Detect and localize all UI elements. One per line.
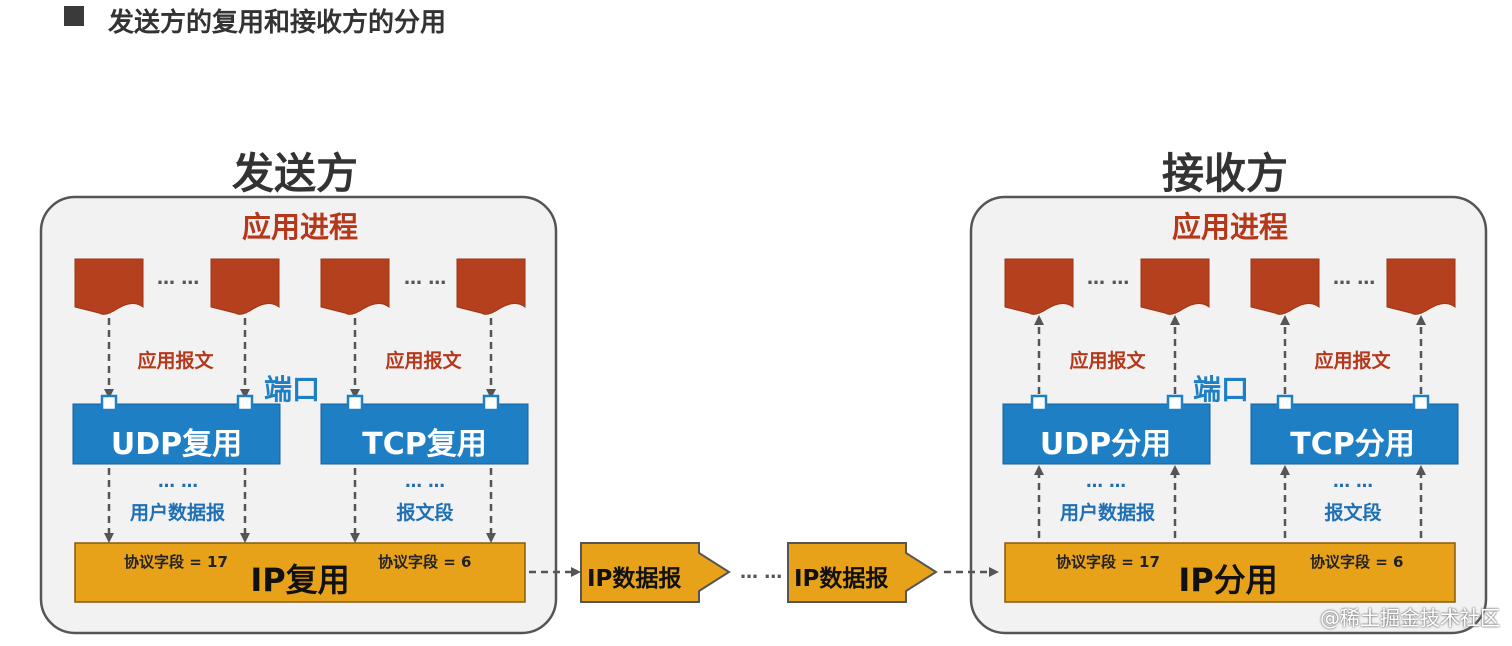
receiver-proto-udp: 协议字段 = 17 (1056, 553, 1160, 571)
sender-port-square-3 (346, 394, 364, 412)
ip-datagram-arrow-1 (580, 542, 731, 603)
sender-udp-dots: … … (158, 472, 198, 492)
receiver-udp-demux-label: UDP分用 (1039, 427, 1172, 462)
sender-udp-doc-ellipsis: … … (157, 268, 200, 289)
receiver-ip-demux-label: IP分用 (1178, 561, 1278, 599)
receiver-tcp-doc-ellipsis: … … (1333, 268, 1376, 289)
receiver-udp-doc-ellipsis: … … (1087, 268, 1130, 289)
receiver-port-square-3 (1276, 394, 1294, 412)
ip-datagram-arrow-2 (787, 542, 938, 603)
sender-ip-mux-label: IP复用 (250, 561, 350, 599)
sender-udp-mux-label: UDP复用 (110, 427, 243, 462)
sender-tcp-dots: … … (405, 472, 445, 492)
sender-port-square-1 (100, 394, 118, 412)
receiver-ip-box (1004, 542, 1456, 603)
receiver-app-document-2 (1140, 258, 1210, 315)
sender-port-label: 端口 (264, 373, 321, 406)
receiver-udp-dots: … … (1086, 472, 1126, 492)
receiver-segment-label: 报文段 (1324, 502, 1382, 524)
receiver-tcp-demux-label: TCP分用 (1290, 427, 1415, 462)
sender-ip-box (74, 542, 526, 603)
receiver-app-document-4 (1386, 258, 1456, 315)
receiver-port-label: 端口 (1193, 373, 1250, 406)
receiver-udp-box (1002, 403, 1211, 465)
sender-panel (39, 195, 558, 635)
ip-datagram-2-label: IP数据报 (794, 566, 889, 592)
sender-user-datagram-label: 用户数据报 (129, 502, 225, 524)
receiver-app-document-3 (1250, 258, 1320, 315)
middle-ellipsis: … … (740, 562, 783, 583)
sender-title: 发送方 (231, 149, 358, 198)
receiver-user-datagram-label: 用户数据报 (1059, 502, 1155, 524)
sender-tcp-doc-ellipsis: … … (404, 268, 447, 289)
sender-tcp-mux-label: TCP复用 (362, 427, 487, 462)
sender-proto-udp: 协议字段 = 17 (124, 553, 228, 571)
receiver-tcp-dots: … … (1333, 472, 1373, 492)
sender-process-label: 应用进程 (241, 210, 358, 244)
sender-app-document-1 (74, 258, 144, 315)
sender-segment-label: 报文段 (396, 502, 454, 524)
receiver-udp-app-message-label: 应用报文 (1069, 350, 1146, 372)
receiver-port-square-2 (1166, 394, 1184, 412)
heading-bullet-icon (64, 6, 84, 26)
receiver-port-square-1 (1030, 394, 1048, 412)
sender-proto-tcp: 协议字段 = 6 (378, 553, 472, 571)
receiver-title: 接收方 (1161, 149, 1288, 198)
sender-tcp-app-message-label: 应用报文 (385, 350, 462, 372)
receiver-panel (969, 195, 1488, 635)
sender-app-document-2 (210, 258, 280, 315)
sender-app-document-3 (320, 258, 390, 315)
sender-port-square-4 (482, 394, 500, 412)
page-title: 发送方的复用和接收方的分用 (108, 8, 447, 38)
receiver-proto-tcp: 协议字段 = 6 (1310, 553, 1404, 571)
receiver-app-document-1 (1004, 258, 1074, 315)
ip-datagram-1-label: IP数据报 (587, 566, 682, 592)
sender-udp-box (72, 403, 281, 465)
sender-tcp-box (320, 403, 529, 465)
receiver-process-label: 应用进程 (1171, 210, 1288, 244)
receiver-tcp-app-message-label: 应用报文 (1314, 350, 1391, 372)
receiver-tcp-box (1250, 403, 1459, 465)
receiver-port-square-4 (1412, 394, 1430, 412)
watermark: @稀土掘金技术社区 (1320, 606, 1500, 630)
sender-port-square-2 (236, 394, 254, 412)
sender-app-document-4 (456, 258, 526, 315)
sender-udp-app-message-label: 应用报文 (137, 350, 214, 372)
